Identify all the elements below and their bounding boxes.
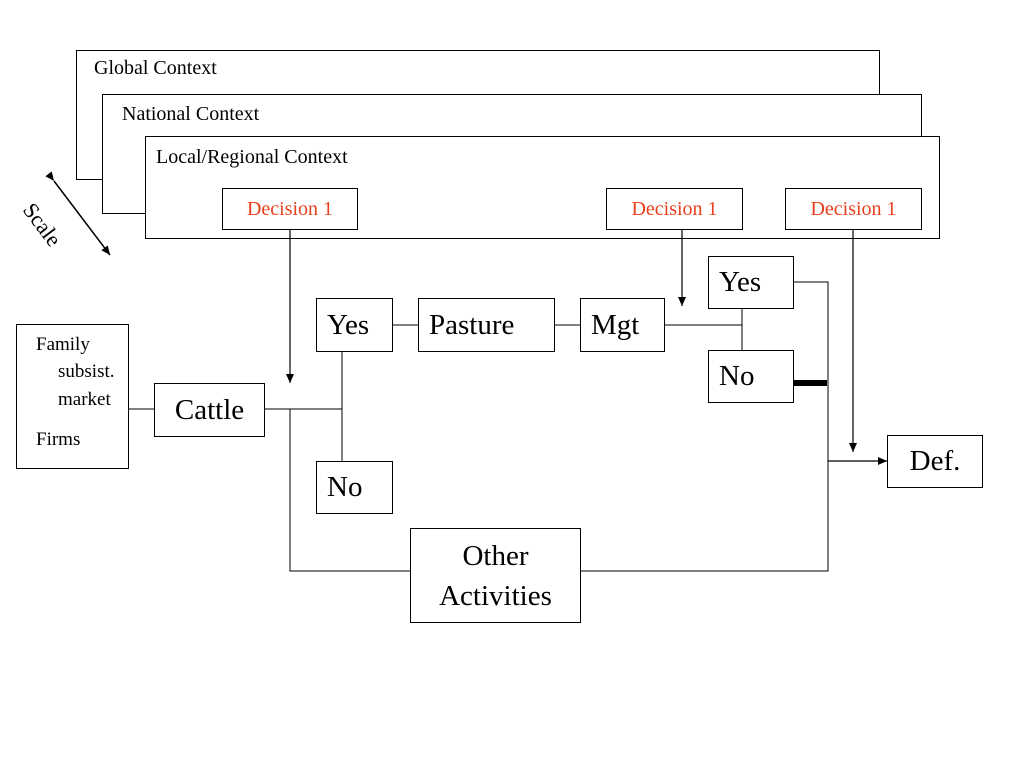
scale-arrow: [45, 171, 111, 256]
no-node-pasture: No: [316, 461, 393, 514]
actor-subsist: subsist.: [58, 361, 115, 382]
global-context-label: Global Context: [94, 57, 217, 79]
decision-box-def: Decision 1: [785, 188, 922, 230]
local-context-label: Local/Regional Context: [156, 146, 348, 168]
mgt-node: Mgt: [580, 298, 665, 352]
other-activities-line2: Activities: [439, 579, 552, 612]
national-context-label: National Context: [122, 103, 260, 125]
no-node-mgt: No: [708, 350, 794, 403]
yes-node-pasture: Yes: [316, 298, 393, 352]
actors-box: [16, 324, 129, 469]
decision-box-cattle: Decision 1: [222, 188, 358, 230]
pasture-node: Pasture: [418, 298, 555, 352]
actor-firms: Firms: [36, 429, 81, 450]
cattle-node: Cattle: [154, 383, 265, 437]
no-branch-block: [793, 380, 827, 386]
actor-family: Family: [36, 334, 90, 355]
actor-market: market: [58, 389, 111, 410]
yes-node-mgt: Yes: [708, 256, 794, 309]
deforestation-node: Def.: [887, 435, 983, 488]
other-activities-node: Other Activities: [410, 528, 581, 623]
decision-box-mgt: Decision 1: [606, 188, 743, 230]
other-activities-line1: Other: [462, 539, 529, 572]
